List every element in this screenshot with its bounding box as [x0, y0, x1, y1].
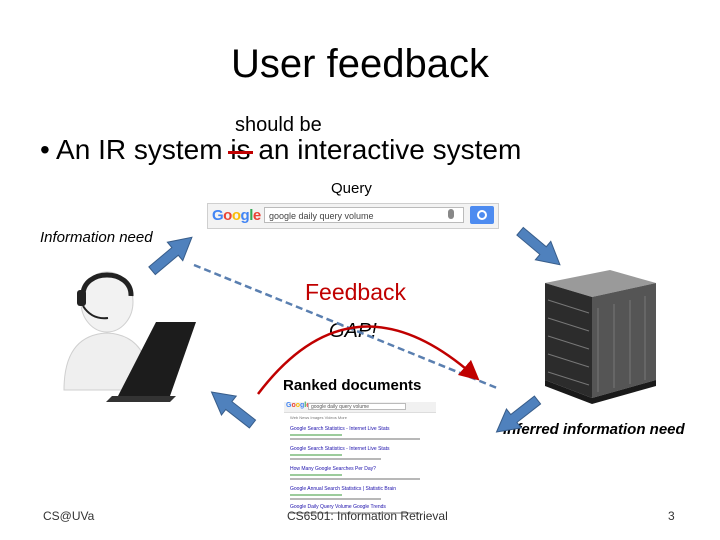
results-header: Google google daily query volume [284, 402, 436, 413]
arrow-results-to-user [210, 391, 257, 429]
bullet-text-start: • An IR system [40, 134, 231, 165]
page-number: 3 [668, 509, 675, 523]
arrow-information-need [148, 236, 193, 276]
result-item: Google Search Statistics - Internet Live… [290, 426, 420, 444]
results-query-field: google daily query volume [308, 403, 406, 410]
result-snippet [290, 512, 420, 514]
inferred-information-need-label: Inferred information need [503, 421, 685, 438]
query-field: google daily query volume [264, 207, 464, 223]
google-logo: Google [212, 207, 261, 224]
feedback-label: Feedback [305, 279, 407, 305]
gap-dashed-line [193, 263, 498, 390]
ranked-documents-label: Ranked documents [283, 377, 422, 394]
result-snippet [290, 498, 381, 500]
arrow-system-to-results [495, 395, 542, 433]
result-title: Google Search Statistics - Internet Live… [290, 446, 390, 452]
result-title: How Many Google Searches Per Day? [290, 466, 376, 472]
results-tabs: Web News Images Videos More [290, 415, 347, 420]
feedback-arc [257, 325, 480, 395]
result-title: Google Annual Search Statistics | Statis… [290, 486, 397, 492]
result-url [290, 494, 342, 496]
result-title: Google Search Statistics - Internet Live… [290, 426, 390, 432]
search-icon [470, 206, 494, 224]
result-url [290, 434, 342, 436]
result-snippet [290, 458, 381, 460]
user-figure [63, 271, 196, 402]
results-logo: Google [286, 402, 310, 409]
search-results-page: Google google daily query volume Web New… [284, 396, 436, 530]
slide-title: User feedback [231, 42, 489, 86]
result-url [290, 454, 342, 456]
result-item: Google Daily Query Volume Google Trends [290, 504, 420, 522]
correction-text: should be [235, 114, 322, 136]
bullet-text-end: an interactive system [250, 134, 522, 165]
server-rack [545, 270, 656, 404]
result-url [290, 474, 342, 476]
footer-course: CS6501: Information Retrieval [287, 509, 448, 523]
result-title: Google Daily Query Volume Google Trends [290, 504, 386, 510]
query-label: Query [331, 180, 372, 197]
microphone-icon [448, 209, 454, 219]
bullet-text: • An IR system is an interactive system [40, 134, 521, 166]
struck-word: is [228, 134, 253, 165]
result-snippet [290, 478, 420, 480]
footer-left: CS@UVa [43, 509, 95, 523]
result-item: How Many Google Searches Per Day? [290, 466, 420, 484]
information-need-label: Information need [40, 229, 153, 246]
result-item: Google Search Statistics - Internet Live… [290, 446, 420, 464]
result-item: Google Annual Search Statistics | Statis… [290, 486, 420, 504]
search-bar-image: Google google daily query volume [207, 203, 499, 229]
arrow-query-to-system [516, 226, 561, 266]
result-snippet [290, 438, 420, 440]
